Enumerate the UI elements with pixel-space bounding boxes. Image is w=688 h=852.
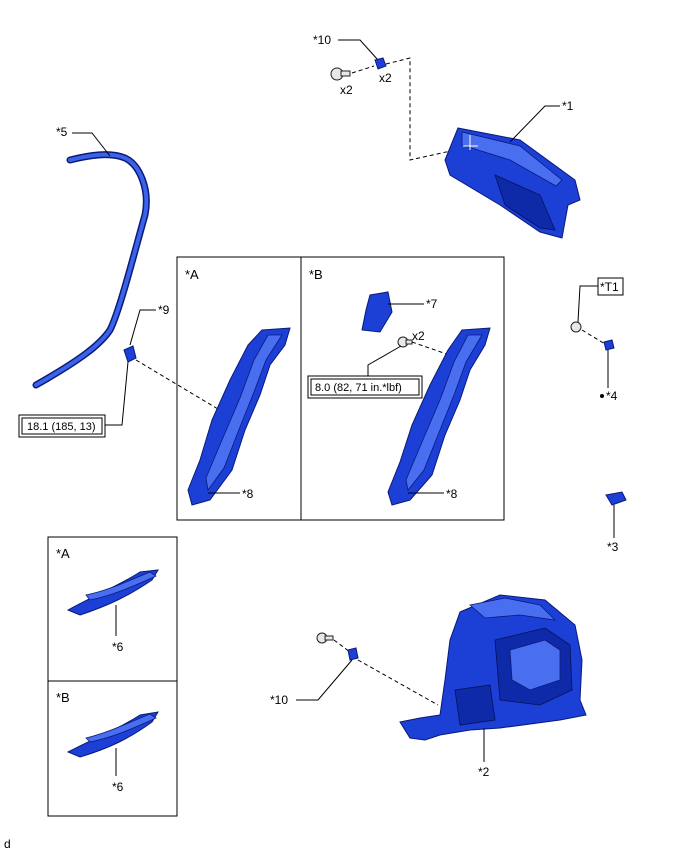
label-1: *1	[562, 99, 574, 113]
panel-lower-b-label: *B	[56, 690, 70, 705]
label-10-bottom: *10	[270, 693, 288, 707]
part-1-panel	[444, 127, 581, 239]
dot-4	[600, 394, 604, 398]
screw-t1	[570, 321, 582, 333]
part-3: *3	[605, 491, 627, 554]
part-6b	[66, 711, 159, 758]
torque-spec-b-text: 8.0 (82, 71 in.*lbf)	[315, 382, 402, 394]
leader-5	[72, 132, 111, 157]
clip-10-top	[374, 57, 387, 70]
label-t1: *T1	[600, 280, 619, 294]
leader-t1	[577, 285, 598, 323]
part-2-panel	[399, 594, 587, 741]
dash-clip-panel	[385, 57, 456, 161]
leader-10-top	[338, 39, 379, 61]
bottom-fasteners: *10	[270, 632, 439, 707]
leader-1	[509, 105, 560, 143]
label-7: *7	[426, 297, 438, 311]
torque-spec-b: 8.0 (82, 71 in.*lbf)	[307, 375, 423, 399]
label-3: *3	[607, 540, 619, 554]
part-8a-garnish	[187, 327, 291, 506]
dash-clip-panel-bottom	[357, 659, 439, 706]
footer-code: d	[4, 837, 11, 851]
bolt-top	[330, 67, 351, 81]
dash-bolt-clip-bottom	[333, 639, 351, 653]
clip-9	[123, 345, 137, 363]
label-5: *5	[56, 125, 68, 139]
label-6a: *6	[112, 640, 124, 654]
panel-upper-b-label: *B	[309, 267, 323, 282]
panel-upper-a: *A *8	[176, 256, 302, 521]
panel-upper-b: *B *7 x2 8.0 (82, 71 in.*lbf) *8	[300, 256, 505, 521]
qty-clip-top: x2	[379, 71, 392, 85]
leader-9-spec	[105, 361, 129, 426]
leader-9	[129, 309, 156, 346]
qty-bolt-top: x2	[340, 83, 353, 97]
label-9: *9	[158, 303, 170, 317]
torque-spec-9: 18.1 (185, 13)	[18, 414, 106, 438]
dash-screw-8b	[411, 341, 459, 359]
label-8a: *8	[242, 487, 254, 501]
part-4	[603, 339, 615, 351]
top-fasteners: *10 x2 x2	[313, 33, 456, 161]
panel-lower-b: *B *6	[47, 680, 178, 817]
clip-10-bottom	[347, 647, 359, 661]
t1-fastener: *T1 *4	[570, 277, 624, 403]
bolt-bottom	[316, 632, 334, 644]
screw-b	[397, 336, 413, 348]
part-6a	[66, 569, 159, 616]
part-7	[361, 291, 393, 333]
panel-lower-a-label: *A	[56, 546, 70, 561]
label-2: *2	[478, 765, 490, 779]
torque-spec-9-text: 18.1 (185, 13)	[27, 421, 96, 433]
qty-screw-b: x2	[412, 329, 425, 343]
label-8b: *8	[446, 487, 458, 501]
label-6b: *6	[112, 780, 124, 794]
dash-9-8a	[135, 359, 229, 416]
label-10-top: *10	[313, 33, 331, 47]
panel-upper-a-label: *A	[185, 267, 199, 282]
part-5-weatherstrip	[32, 151, 150, 389]
label-4: *4	[606, 389, 618, 403]
leader-spec-b	[367, 345, 402, 376]
dash-t1-4	[581, 329, 606, 345]
dash-bolt-clip	[351, 65, 375, 74]
leader-10-bottom	[296, 659, 353, 701]
part-8b-garnish	[387, 327, 491, 506]
panel-lower-a: *A *6	[47, 536, 178, 682]
